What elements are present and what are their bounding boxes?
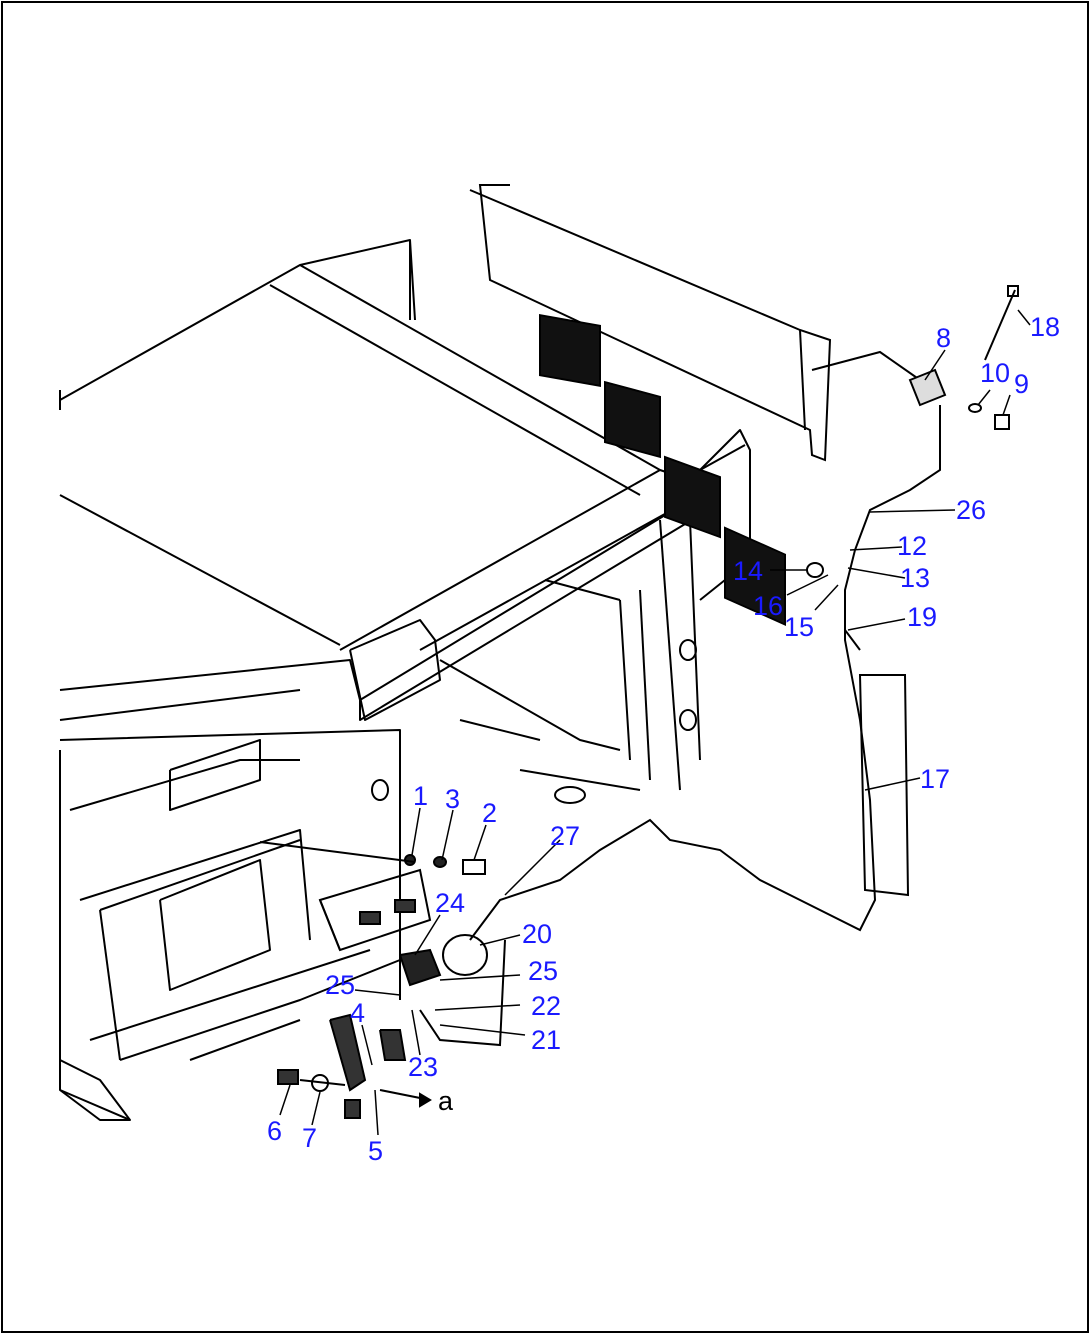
callout-3: 3 bbox=[445, 784, 460, 814]
leader-lines bbox=[279, 309, 1031, 1136]
wire-harness bbox=[469, 450, 941, 941]
bracket-8 bbox=[908, 285, 1019, 450]
callout-10: 10 bbox=[980, 358, 1010, 388]
callout-22: 22 bbox=[531, 991, 561, 1021]
callout-8: 8 bbox=[936, 323, 951, 353]
callout-4: 4 bbox=[350, 998, 365, 1028]
view-ref-a: a bbox=[438, 1086, 454, 1116]
callout-6: 6 bbox=[267, 1116, 282, 1146]
callout-17: 17 bbox=[920, 764, 950, 794]
callout-21: 21 bbox=[531, 1025, 561, 1055]
callout-25a: 25 bbox=[528, 956, 558, 986]
callout-18: 18 bbox=[1030, 312, 1060, 342]
callout-7: 7 bbox=[302, 1123, 317, 1153]
callout-9: 9 bbox=[1014, 369, 1029, 399]
callout-25b: 25 bbox=[325, 970, 355, 1000]
grille-panel bbox=[469, 184, 832, 626]
callout-1: 1 bbox=[413, 781, 428, 811]
callout-2: 2 bbox=[482, 798, 497, 828]
callout-27: 27 bbox=[550, 821, 580, 851]
callout-5: 5 bbox=[368, 1136, 383, 1166]
callout-14: 14 bbox=[733, 556, 763, 586]
callout-13: 13 bbox=[900, 563, 930, 593]
machine-drawing bbox=[59, 239, 751, 1121]
cable-upper bbox=[811, 350, 921, 381]
callout-23: 23 bbox=[408, 1052, 438, 1082]
callout-12: 12 bbox=[897, 531, 927, 561]
callout-15: 15 bbox=[784, 612, 814, 642]
switch-panel bbox=[259, 841, 506, 1119]
callout-16: 16 bbox=[753, 591, 783, 621]
callout-24: 24 bbox=[435, 888, 465, 918]
callout-19: 19 bbox=[907, 602, 937, 632]
callout-labels: 1 2 3 4 5 6 7 8 9 10 12 13 14 15 16 17 1… bbox=[267, 312, 1060, 1166]
callout-26: 26 bbox=[956, 495, 986, 525]
callout-20: 20 bbox=[522, 919, 552, 949]
